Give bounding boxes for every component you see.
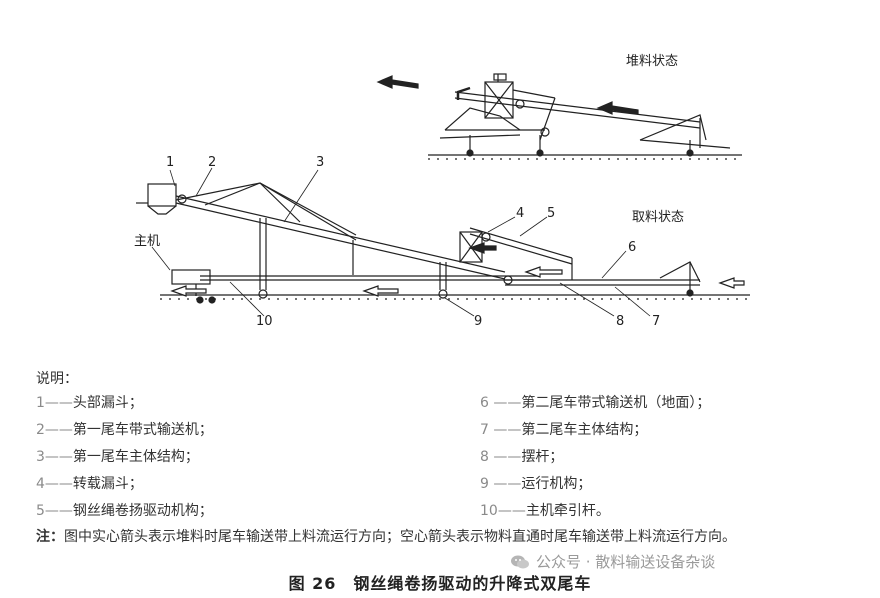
state-label-stacking: 堆料状态	[626, 54, 679, 69]
legend-item-text: 头部漏斗；	[72, 395, 143, 411]
note: 注：图中实心箭头表示堆料时尾车输送带上料流运行方向；空心箭头表示物料直通时尾车输…	[36, 528, 736, 546]
callout-5: 5	[547, 206, 556, 221]
callout-6: 6	[628, 240, 637, 255]
legend-item-num: 6 ——	[480, 395, 522, 411]
legend-item-num: 10——	[480, 503, 526, 519]
legend-item-num: 2——	[36, 422, 73, 438]
solid-arrow-lower	[468, 242, 497, 254]
legend-item: 9 ——运行机构；	[480, 475, 591, 493]
legend-item: 6 ——第二尾车带式输送机（地面）；	[480, 394, 710, 412]
legend-item-num: 4——	[36, 476, 73, 492]
callout-1: 1	[166, 155, 175, 170]
stacking-state-drawing	[428, 73, 742, 160]
hollow-arrow-left-3	[524, 266, 563, 278]
reclaiming-state-drawing	[136, 167, 750, 317]
hook-arrow	[456, 86, 471, 100]
legend-item-num: 1——	[36, 395, 73, 411]
legend-item-text: 第二尾车主体结构；	[521, 422, 648, 438]
legend-item-text: 第二尾车带式输送机（地面）；	[521, 395, 711, 411]
note-prefix: 注：	[36, 529, 64, 545]
solid-arrow-upper-right	[596, 101, 639, 115]
callout-8: 8	[616, 314, 625, 329]
legend-item: 3——第一尾车主体结构；	[36, 448, 199, 466]
callout-2: 2	[208, 155, 217, 170]
legend-item: 2——第一尾车带式输送机；	[36, 421, 213, 439]
legend-item-num: 8 ——	[480, 449, 522, 465]
figure-caption: 图 26 钢丝绳卷扬驱动的升降式双尾车	[288, 574, 592, 593]
legend-item-text: 钢丝绳卷扬驱动机构；	[72, 503, 213, 519]
state-label-reclaiming: 取料状态	[632, 210, 685, 225]
hollow-arrow-left-1	[170, 285, 207, 297]
wechat-icon	[511, 555, 529, 568]
hollow-arrow-left-4	[718, 277, 745, 289]
hollow-arrow-left-2	[362, 285, 399, 297]
callout-10: 10	[256, 314, 273, 329]
legend-item: 7 ——第二尾车主体结构；	[480, 421, 647, 439]
watermark: 公众号 · 散料输送设备杂谈	[510, 551, 715, 572]
legend-item-text: 转载漏斗；	[72, 476, 143, 492]
legend-item: 8 ——摆杆；	[480, 448, 563, 466]
legend-item: 1——头部漏斗；	[36, 394, 143, 412]
callout-3: 3	[316, 155, 325, 170]
legend-item-num: 7 ——	[480, 422, 522, 438]
callout-7: 7	[652, 314, 661, 329]
legend-item-text: 主机牵引杆。	[525, 503, 610, 519]
legend-item-text: 第一尾车主体结构；	[72, 449, 199, 465]
legend-item: 10——主机牵引杆。	[480, 502, 610, 520]
legend-item: 5——钢丝绳卷扬驱动机构；	[36, 502, 213, 520]
host-label: 主机	[134, 234, 161, 249]
legend-item-text: 第一尾车带式输送机；	[72, 422, 213, 438]
callout-9: 9	[474, 314, 483, 329]
solid-arrow-upper-left	[376, 75, 419, 89]
watermark-text: 公众号 · 散料输送设备杂谈	[536, 553, 716, 571]
legend-item: 4——转载漏斗；	[36, 475, 143, 493]
legend-item-num: 9 ——	[480, 476, 522, 492]
legend-item-num: 5——	[36, 503, 73, 519]
diagram	[136, 73, 750, 317]
callout-4: 4	[516, 206, 525, 221]
note-text: 图中实心箭头表示堆料时尾车输送带上料流运行方向；空心箭头表示物料直通时尾车输送带…	[64, 529, 736, 545]
legend-item-text: 运行机构；	[521, 476, 592, 492]
legend-item-text: 摆杆；	[521, 449, 564, 465]
legend-title: 说明：	[36, 371, 78, 387]
legend-item-num: 3——	[36, 449, 73, 465]
